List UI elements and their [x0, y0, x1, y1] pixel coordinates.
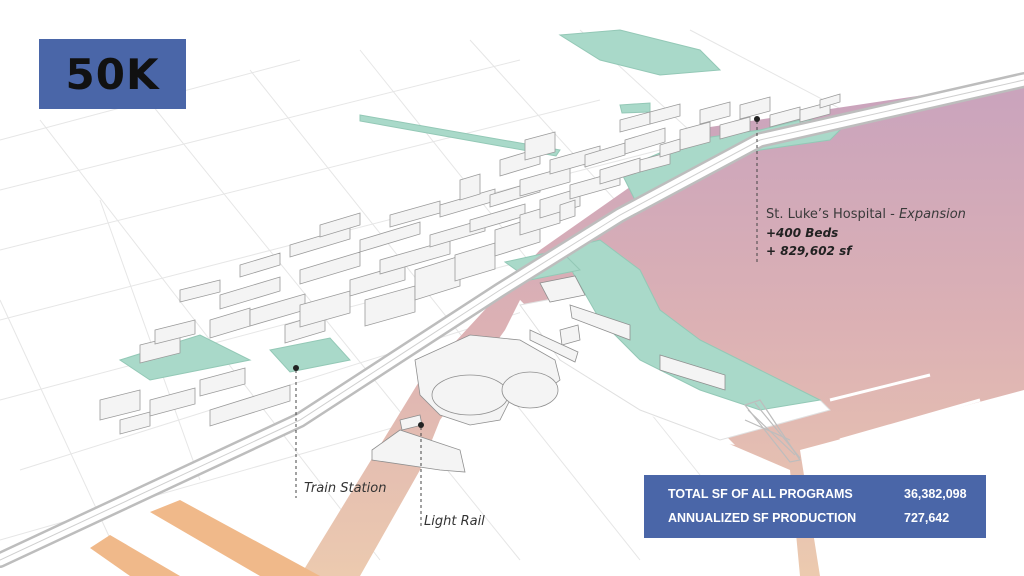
- stats-row: TOTAL SF OF ALL PROGRAMS 36,382,098: [668, 487, 976, 505]
- light-rail-label: Light Rail: [424, 514, 485, 529]
- hospital-sf: + 829,602 sf: [766, 244, 852, 258]
- stat-value: 727,642: [904, 511, 950, 525]
- callout-leaders: [295, 121, 758, 527]
- large-buildings: [371, 275, 726, 473]
- stat-value: 36,382,098: [904, 487, 967, 501]
- city-buildings: [99, 93, 841, 435]
- stats-row: ANNUALIZED SF PRODUCTION 727,642: [668, 511, 976, 529]
- hospital-name: St. Luke’s Hospital -: [766, 207, 899, 222]
- title-box: 50K: [39, 39, 186, 109]
- stat-label: ANNUALIZED SF PRODUCTION: [668, 511, 857, 525]
- page-title: 50K: [65, 49, 160, 99]
- stat-label: TOTAL SF OF ALL PROGRAMS: [668, 487, 853, 501]
- train-station-label: Train Station: [304, 481, 387, 496]
- orange-band: [150, 500, 320, 576]
- orange-band: [90, 535, 180, 576]
- stats-box: TOTAL SF OF ALL PROGRAMS 36,382,098 ANNU…: [644, 475, 986, 538]
- aerial-bridge: [743, 399, 801, 463]
- highway: [0, 72, 1024, 568]
- hospital-name-line: St. Luke’s Hospital - Expansion: [766, 206, 966, 224]
- pier-lines: [829, 373, 981, 442]
- hospital-beds: +400 Beds: [766, 226, 839, 240]
- hospital-callout: St. Luke’s Hospital - Expansion +400 Bed…: [766, 206, 966, 260]
- hospital-expansion: Expansion: [898, 207, 966, 222]
- callout-points: [293, 116, 760, 428]
